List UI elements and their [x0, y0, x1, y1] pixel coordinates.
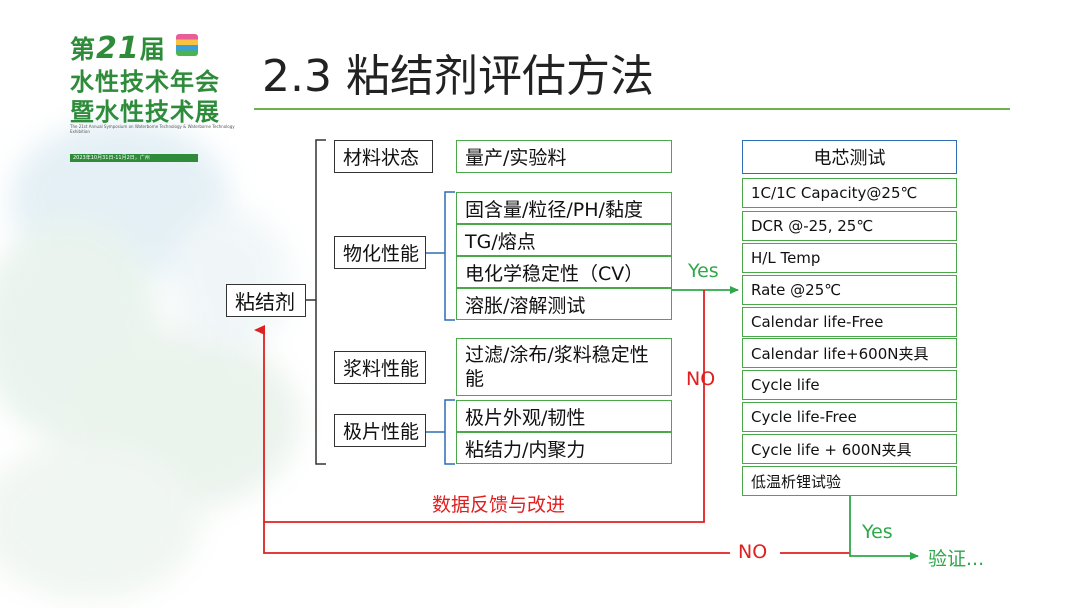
no-feedback-loop — [254, 290, 705, 523]
logo-line1: 第21届 — [70, 31, 166, 66]
category-slurry: 浆料性能 — [334, 351, 426, 384]
cell-test-item: Calendar life+600N夹具 — [742, 338, 957, 368]
verify-label: 验证... — [928, 548, 985, 570]
cell-test-item: H/L Temp — [742, 243, 957, 273]
cell-test-item: Calendar life-Free — [742, 307, 957, 337]
verify-arrow — [849, 496, 919, 560]
slide-title: 2.3 粘结剂评估方法 — [262, 51, 654, 102]
cell-test-item: Rate @25℃ — [742, 275, 957, 305]
category-physchem: 物化性能 — [334, 236, 426, 269]
item-mass-lab: 量产/实验料 — [456, 140, 672, 173]
root-node-binder: 粘结剂 — [226, 284, 306, 317]
logo-line3: 暨水性技术展 — [70, 98, 220, 126]
physchem-bracket — [444, 191, 455, 321]
edge-label-no-bottom: NO — [738, 541, 768, 563]
feedback-label: 数据反馈与改进 — [432, 494, 566, 516]
background-watercolor — [0, 120, 300, 600]
conference-logo: 第21届 水性技术年会 暨水性技术展 The 21st Annual Sympo… — [68, 30, 238, 162]
edge-label-yes-bottom: Yes — [862, 521, 893, 543]
item-adhesion: 粘结力/内聚力 — [456, 432, 672, 464]
cell-test-item: Cycle life-Free — [742, 402, 957, 432]
edge-label-no: NO — [686, 368, 716, 390]
no-bottom-line — [263, 522, 730, 554]
logo-date: 2023年10月31日-11月2日，广州 — [70, 154, 198, 162]
item-electrode-appearance: 极片外观/韧性 — [456, 400, 672, 432]
category-electrode: 极片性能 — [334, 414, 426, 447]
cell-test-item: Cycle life — [742, 370, 957, 400]
category-material-state: 材料状态 — [334, 140, 433, 173]
cell-test-item: Cycle life + 600N夹具 — [742, 434, 957, 464]
cell-test-item: DCR @-25, 25℃ — [742, 211, 957, 241]
item-filter-coating: 过滤/涂布/浆料稳定性能 — [456, 338, 672, 396]
cell-test-item: 低温析锂试验 — [742, 466, 957, 496]
item-echem-stability: 电化学稳定性（CV） — [456, 256, 672, 288]
main-bracket — [315, 139, 326, 465]
title-divider — [254, 108, 1010, 110]
logo-line2: 水性技术年会 — [70, 68, 220, 96]
edge-label-yes: Yes — [688, 260, 719, 282]
item-swelling: 溶胀/溶解测试 — [456, 288, 672, 320]
item-solid-content: 固含量/粒径/PH/黏度 — [456, 192, 672, 224]
item-tg: TG/熔点 — [456, 224, 672, 256]
cell-test-header: 电芯测试 — [742, 140, 957, 174]
logo-english: The 21st Annual Symposium on Waterborne … — [70, 124, 235, 134]
logo-emblem-icon — [176, 34, 198, 56]
electrode-bracket — [444, 399, 455, 465]
cell-test-item: 1C/1C Capacity@25℃ — [742, 178, 957, 208]
